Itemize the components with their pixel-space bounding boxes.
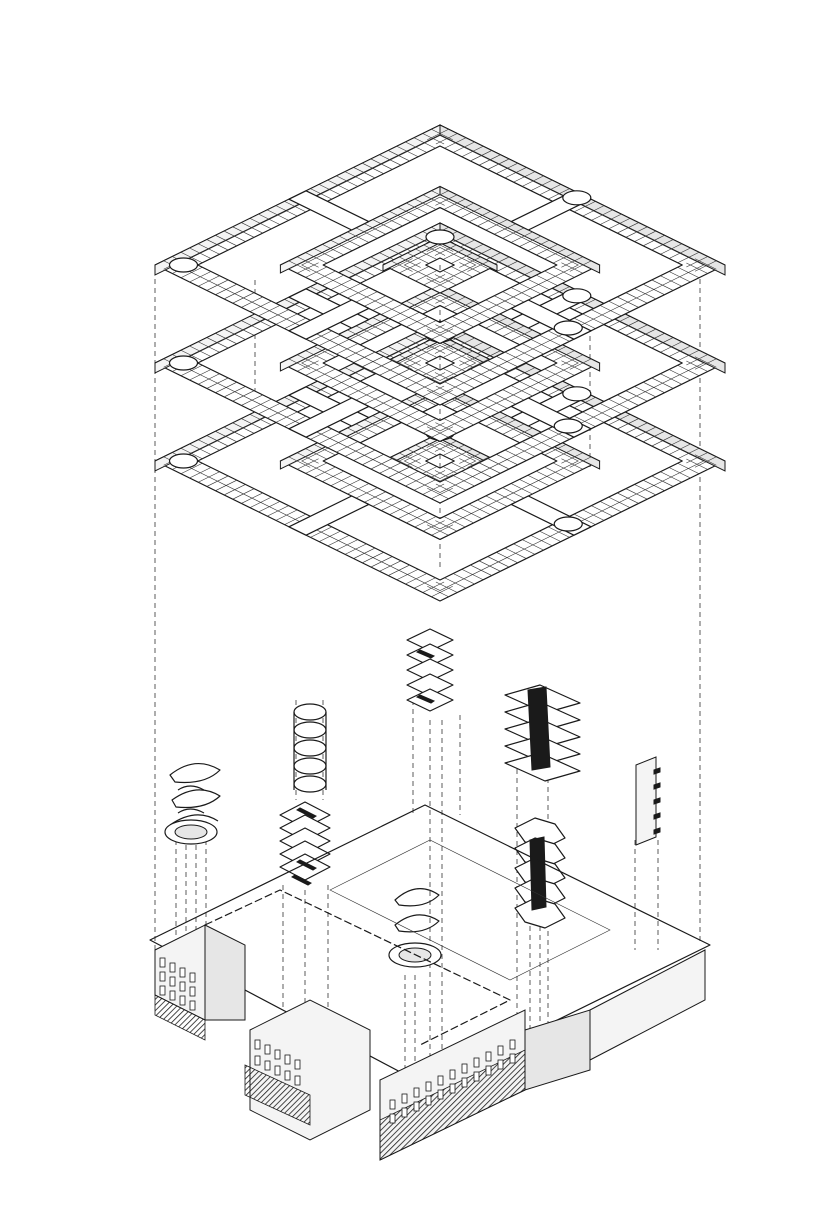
hexagonal-stair-stack-right [514,817,566,929]
square-stair-stack-center [406,628,454,712]
ring-wing [154,320,726,602]
floor-plate-middle [154,222,726,504]
spiral-stair-center [388,888,442,968]
floor-plate-bottom [154,320,726,602]
spiral-stair-tall [293,703,327,793]
dogleg-stair-stack-right [504,684,581,782]
square-stair-stack-left [279,801,331,886]
facade-windows [159,957,516,1124]
spiral-stair-left [164,763,221,845]
existing-building-facade [149,804,711,1161]
narrow-stair-stack-far-right [635,756,661,846]
floor-plate-top [154,124,726,406]
